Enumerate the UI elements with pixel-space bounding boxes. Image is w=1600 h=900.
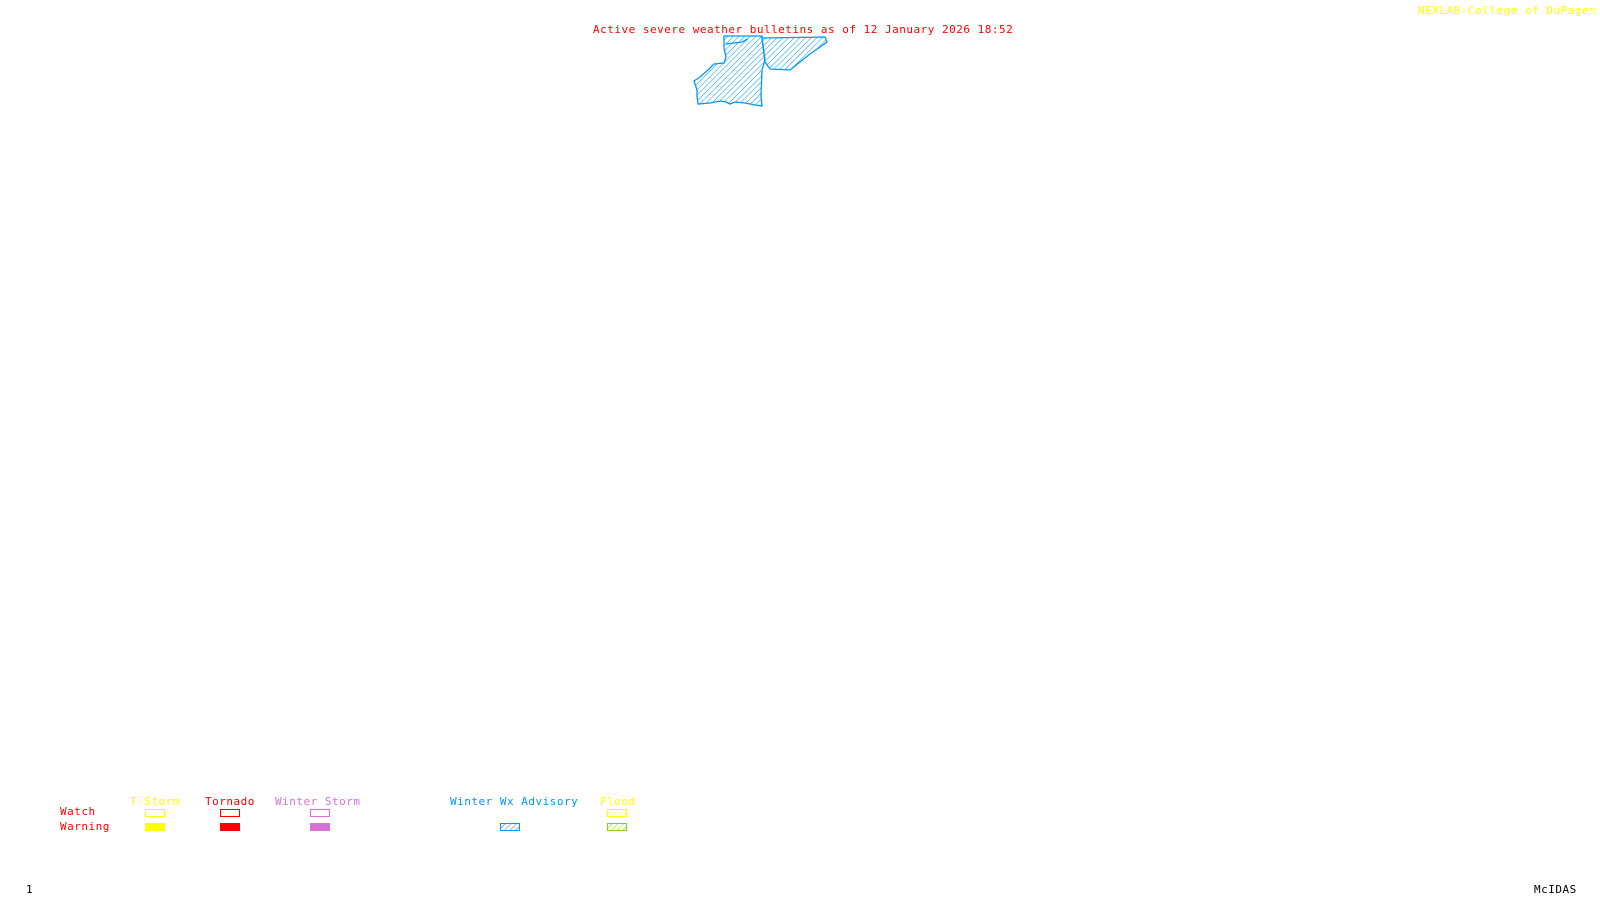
winter-storm-warning-swatch — [310, 823, 330, 831]
tornado-warning-swatch — [220, 823, 240, 831]
legend-label-winter-storm: Winter Storm — [275, 795, 361, 808]
winter-advisory-area-east[interactable] — [761, 36, 828, 71]
tstorm-warning-swatch — [145, 823, 165, 831]
legend-label-tstorm: T-Storm — [130, 795, 180, 808]
legend-label-winter-advisory: Winter Wx Advisory — [450, 795, 579, 808]
frame-number: 1 — [26, 883, 34, 896]
winter-advisory-area-west[interactable] — [693, 35, 766, 107]
winter-advisory-swatch — [500, 823, 520, 831]
software-label: McIDAS — [1534, 883, 1577, 896]
legend-label-tornado: Tornado — [205, 795, 255, 808]
legend-row-warning: Warning — [60, 820, 110, 833]
nexlab-logo-icon: ◹ — [1589, 4, 1597, 17]
credit-text: NEXLAB-College of DuPage — [1418, 4, 1589, 17]
tornado-watch-swatch — [220, 809, 240, 817]
tstorm-watch-swatch — [145, 809, 165, 817]
flood-warning-swatch — [607, 823, 627, 831]
flood-watch-swatch — [607, 809, 627, 817]
legend-row-watch: Watch — [60, 805, 96, 818]
legend-label-flood: Flood — [600, 795, 636, 808]
winter-storm-watch-swatch — [310, 809, 330, 817]
page-title: Active severe weather bulletins as of 12… — [593, 23, 1014, 36]
